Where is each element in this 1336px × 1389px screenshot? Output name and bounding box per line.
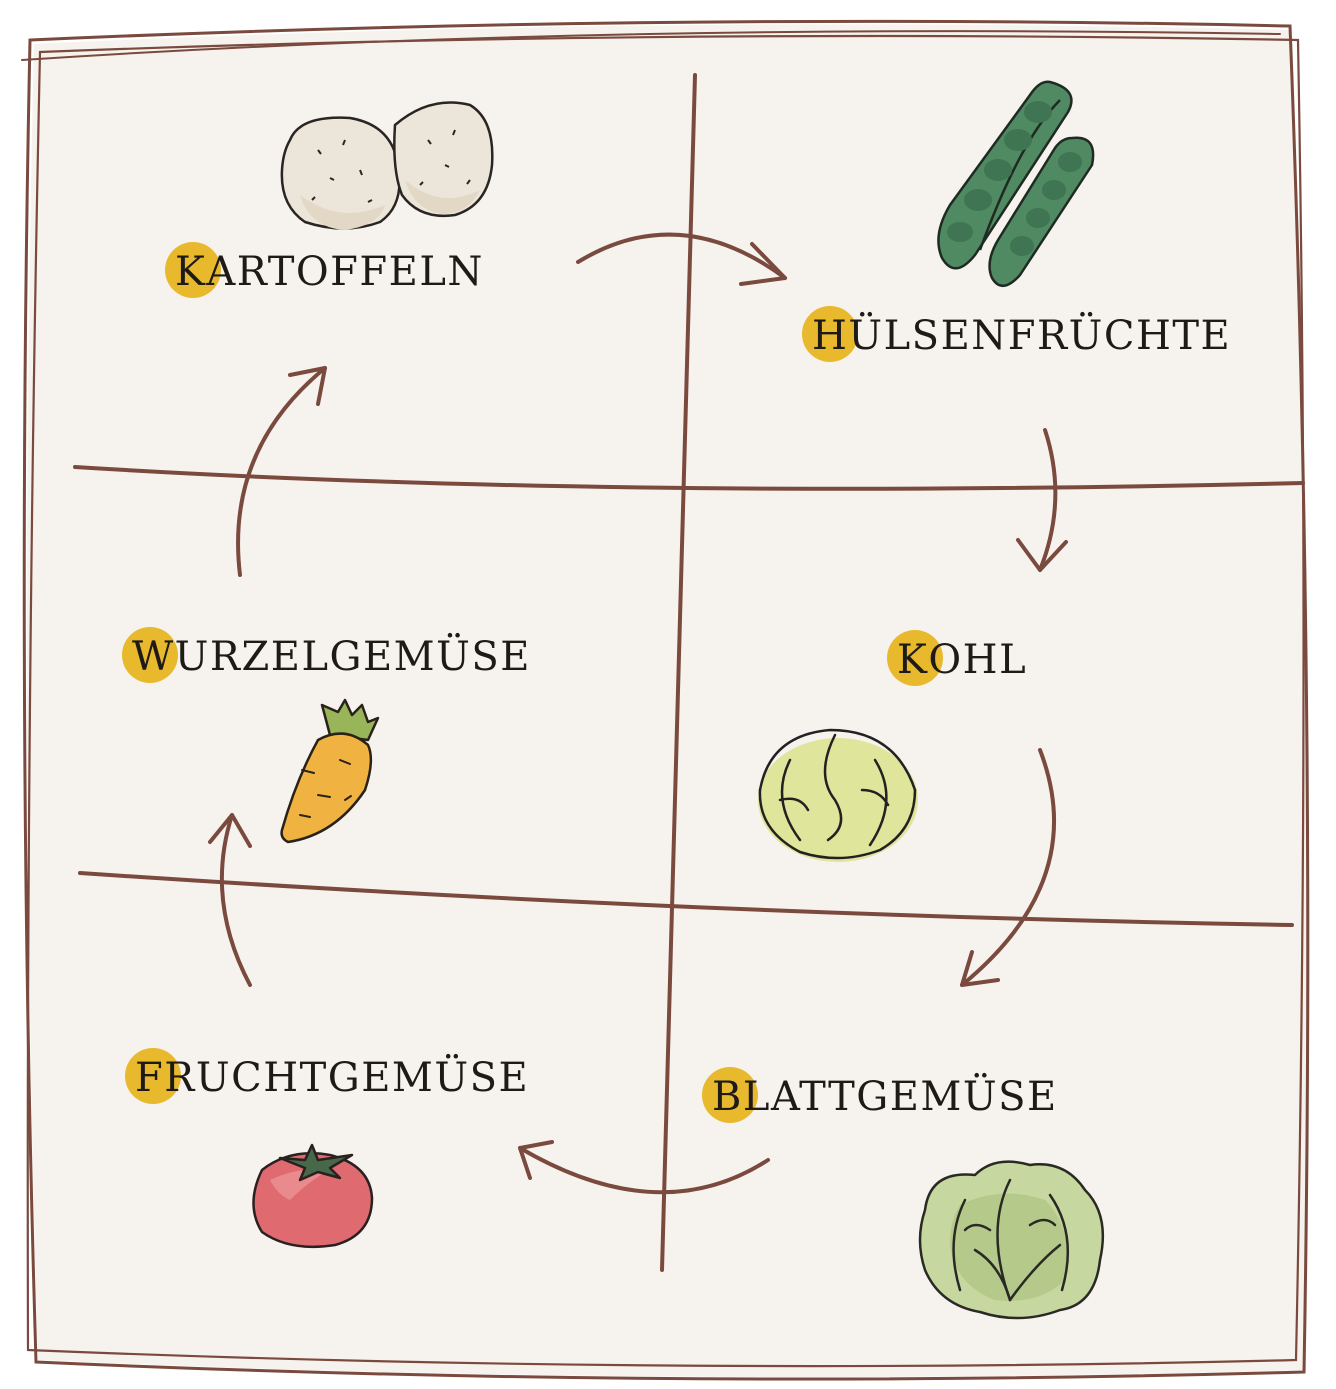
grid-horizontal-line-bottom xyxy=(78,871,1294,927)
label-huelsenfruechte-rest: ÜLSENFRÜCHTE xyxy=(848,313,1232,359)
label-kohl-rest: OHL xyxy=(928,637,1028,683)
arrow-blattgemuese-to-fruchtgemuese xyxy=(518,1140,770,1195)
label-fruchtgemuese: FRUCHTGEMÜSE xyxy=(124,1048,530,1104)
label-kartoffeln: KARTOFFELN xyxy=(164,242,484,298)
cabbage-icon xyxy=(758,728,918,862)
arrow-kohl-to-blattgemuese xyxy=(960,748,1057,987)
grid-horizontal-line-top xyxy=(73,465,1305,491)
label-wurzelgemuese-initial: W xyxy=(122,627,178,683)
arrow-kartoffeln-to-huelsenfruechte xyxy=(576,232,787,286)
lettuce-icon xyxy=(918,1160,1105,1320)
label-blattgemuese-initial: B xyxy=(702,1067,758,1123)
label-fruchtgemuese-rest: RUCHTGEMÜSE xyxy=(164,1055,530,1101)
label-huelsenfruechte-initial: H xyxy=(801,306,859,362)
tomato-icon xyxy=(252,1143,374,1249)
label-fruchtgemuese-initial: F xyxy=(124,1048,182,1104)
label-kartoffeln-initial: K xyxy=(164,242,222,298)
board-frame xyxy=(21,19,1310,1381)
label-huelsenfruechte: HÜLSENFRÜCHTE xyxy=(801,306,1232,362)
label-kartoffeln-rest: ARTOFFELN xyxy=(206,249,484,295)
label-blattgemuese-rest: LATTGEMÜSE xyxy=(742,1074,1058,1120)
arrow-wurzelgemuese-to-kartoffeln xyxy=(236,366,327,577)
pea-pods-icon xyxy=(937,80,1095,287)
label-wurzelgemuese-rest: URZELGEMÜSE xyxy=(174,634,531,680)
label-wurzelgemuese: WURZELGEMÜSE xyxy=(122,627,531,683)
board-background xyxy=(26,24,1310,1378)
grid-lines xyxy=(73,73,1305,1272)
label-kohl-initial: K xyxy=(886,630,944,686)
potatoes-icon xyxy=(280,101,494,230)
grid-vertical-line xyxy=(660,73,697,1272)
arrow-fruchtgemuese-to-wurzelgemuese xyxy=(208,813,252,987)
arrow-huelsenfruechte-to-kohl xyxy=(1016,428,1068,572)
carrot-icon xyxy=(280,698,380,844)
rotation-arrows xyxy=(208,232,1068,1195)
label-blattgemuese: BLATTGEMÜSE xyxy=(702,1067,1058,1123)
label-kohl: KOHL xyxy=(886,630,1028,686)
